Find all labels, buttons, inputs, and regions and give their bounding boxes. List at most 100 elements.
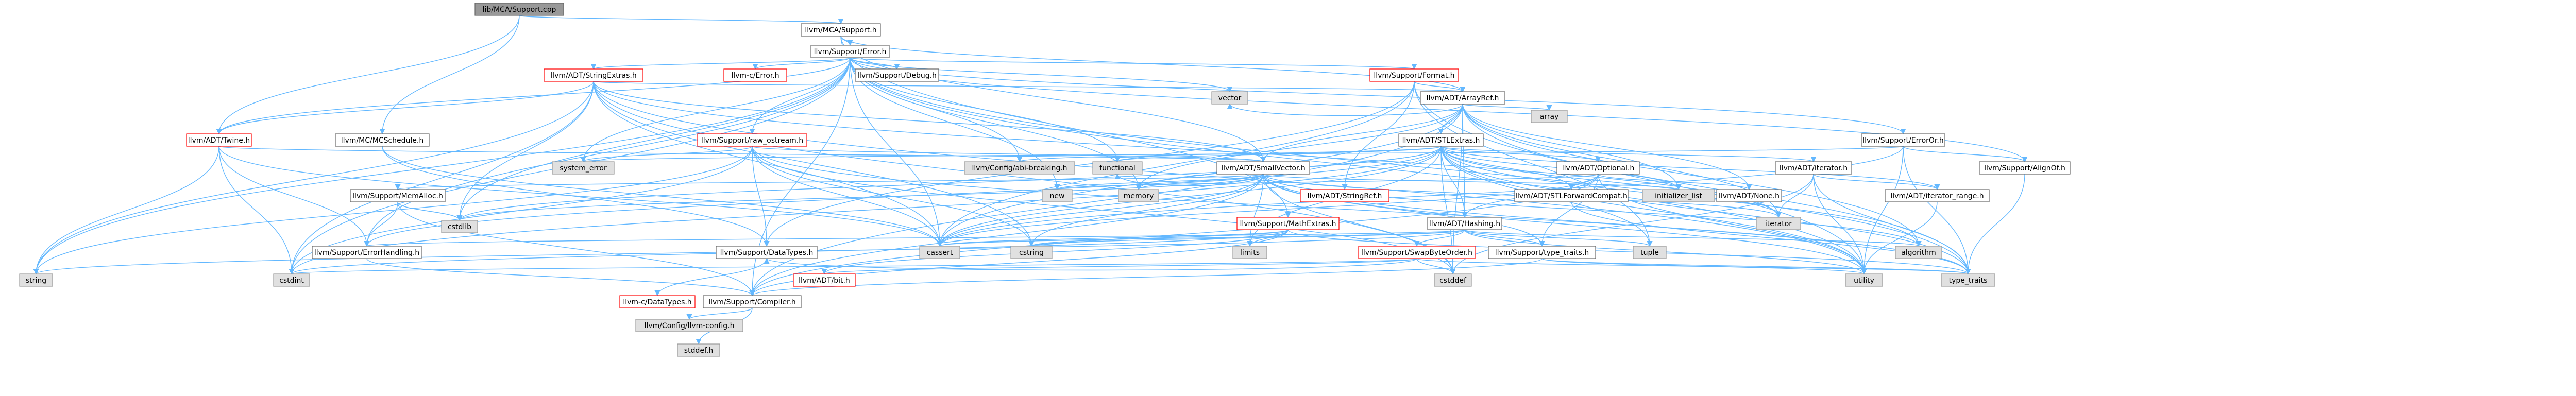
graph-node-adt-stlextras[interactable]: llvm/ADT/STLExtras.h [1398,133,1484,147]
graph-node-support-datatypes[interactable]: llvm/Support/DataTypes.h [716,246,818,259]
graph-node-label: llvm/ADT/SmallVector.h [1221,164,1306,173]
dependency-edge [764,81,1415,247]
graph-node-bit[interactable]: llvm/ADT/bit.h [793,273,856,287]
graph-node-support-mathextras[interactable]: llvm/Support/MathExtras.h [1236,217,1340,230]
graph-node-label: cstddef [1439,277,1467,285]
dependency-edge [33,57,851,275]
graph-node-label: llvm/Support/MemAlloc.h [352,192,443,200]
dependency-edge [752,146,1971,275]
graph-node-label: llvm/ADT/STLExtras.h [1402,136,1480,145]
dependency-edge [593,81,1456,275]
graph-node-support-memalloc[interactable]: llvm/Support/MemAlloc.h [350,189,446,202]
graph-node-mc-schedule[interactable]: llvm/MC/MCSchedule.h [335,133,430,147]
graph-node-label: utility [1854,277,1874,285]
dependency-edge [580,57,851,163]
graph-node-adt-iterator[interactable]: llvm/ADT/iterator.h [1775,161,1852,175]
graph-node-adt-arrayref[interactable]: llvm/ADT/ArrayRef.h [1420,91,1505,105]
dependency-edge [752,146,1266,163]
graph-node-initializer-list: initializer_list [1642,189,1715,202]
dependency-edge [1414,81,1466,93]
dependency-edge [1541,258,1971,275]
dependency-edge [1227,103,1463,116]
graph-node-label: llvm/Support/ErrorOr.h [1862,136,1943,145]
graph-node-adt-iterator-range[interactable]: llvm/ADT/iterator_range.h [1885,189,1990,202]
graph-node-limits: limits [1232,246,1267,259]
graph-node-label: llvm/ADT/ArrayRef.h [1427,94,1499,102]
graph-node-tuple: tuple [1633,246,1667,259]
graph-node-new: new [1042,189,1073,202]
graph-node-mca-support[interactable]: llvm/MCA/Support.h [801,23,881,37]
dependency-edge [382,146,943,247]
nodes-layer: lib/MCA/Support.cpp llvm/MCA/Support.h llv… [19,3,2071,357]
graph-node-label: llvm/Support/DataTypes.h [720,249,814,257]
graph-node-adt-optional[interactable]: llvm/ADT/Optional.h [1556,161,1640,175]
dependency-edge [686,307,753,320]
dependency-edge [1247,174,1264,247]
dependency-edge [1462,104,1682,191]
graph-node-support-errorhandling[interactable]: llvm/Support/ErrorHandling.h [312,246,422,259]
graph-node-label: llvm/Support/Format.h [1374,72,1454,80]
dependency-edge [1440,146,1817,163]
dependency-edge [1440,146,1601,163]
graph-node-support-alignof[interactable]: llvm/Support/AlignOf.h [1979,161,2071,175]
dependency-edge [1414,81,1867,275]
graph-node-adt-hashing[interactable]: llvm/ADT/Hashing.h [1427,217,1502,230]
graph-node-label: llvm/Config/llvm-config.h [645,322,735,330]
dependency-edge [581,146,1904,163]
dependency-edge [1462,104,1922,247]
graph-node-support-format[interactable]: llvm/Support/Format.h [1369,68,1459,82]
graph-node-label: functional [1099,164,1136,173]
dependency-edge [850,57,1233,93]
graph-node-c-error[interactable]: llvm-c/Error.h [723,68,787,82]
graph-node-adt-twine[interactable]: llvm/ADT/Twine.h [186,133,252,147]
graph-node-smallvector[interactable]: llvm/ADT/SmallVector.h [1216,161,1310,175]
dependency-edge [752,146,1035,247]
dependency-edge [1054,174,1264,191]
dependency-edge [1464,229,1653,247]
graph-node-support-debug[interactable]: llvm/Support/Debug.h [855,68,939,82]
graph-node-root: lib/MCA/Support.cpp [474,3,564,16]
dependency-edge [1813,174,1971,275]
dependency-edge [1440,146,1940,191]
graph-node-support-swap[interactable]: llvm/Support/SwapByteOrder.h [1358,246,1476,259]
graph-node-label: cstring [1019,249,1044,257]
dependency-edge [1464,229,1922,247]
dependency-edge [593,81,1867,275]
graph-node-c-datatypes[interactable]: llvm-c/DataTypes.h [619,295,696,308]
dependency-edge [1028,174,1264,247]
graph-node-label: iterator [1765,220,1792,228]
graph-node-support-rawostream[interactable]: llvm/Support/raw_ostream.h [697,133,807,147]
graph-node-cassert: cassert [919,246,960,259]
dependency-edge [937,146,1442,247]
graph-node-memory: memory [1118,189,1159,202]
graph-node-label: llvm-c/DataTypes.h [623,298,691,306]
dependency-edge [590,57,851,70]
dependency-edge [752,57,851,70]
edges-layer [33,15,2028,345]
graph-node-support-erroror[interactable]: llvm/Support/ErrorOr.h [1861,133,1945,147]
dependency-edge [822,258,1417,275]
dependency-edge [654,258,767,297]
dependency-edge [1028,229,1465,247]
graph-node-label: llvm/ADT/STLForwardCompat.h [1515,192,1628,200]
graph-node-functional: functional [1092,161,1143,175]
graph-node-adt-stringref[interactable]: llvm/ADT/StringRef.h [1300,189,1389,202]
dependency-edge [1342,81,1415,191]
graph-node-support-typetraits[interactable]: llvm/Support/type_traits.h [1488,246,1596,259]
graph-node-adt-none[interactable]: llvm/ADT/None.h [1716,189,1782,202]
graph-node-label: llvm/ADT/None.h [1719,192,1780,200]
dependency-edge [1813,174,1867,275]
dependency-edge [1464,229,1545,247]
dependency-edge [1414,81,1653,247]
graph-node-label: llvm/Support/MathExtras.h [1240,220,1336,228]
graph-node-adt-stlforward[interactable]: llvm/ADT/STLForwardCompat.h [1514,189,1629,202]
dependency-edge [1260,104,1463,163]
dependency-edge [1055,174,1599,191]
dependency-edge [937,81,1415,247]
graph-node-support-compiler[interactable]: llvm/Support/Compiler.h [703,295,802,308]
graph-node-support-error[interactable]: llvm/Support/Error.h [810,45,890,58]
graph-node-adt-stringextras[interactable]: llvm/ADT/StringExtras.h [544,68,643,82]
dependency-edge [1539,174,1599,247]
graph-node-label: system_error [560,164,607,173]
graph-node-type-traits: type_traits [1941,273,1995,287]
